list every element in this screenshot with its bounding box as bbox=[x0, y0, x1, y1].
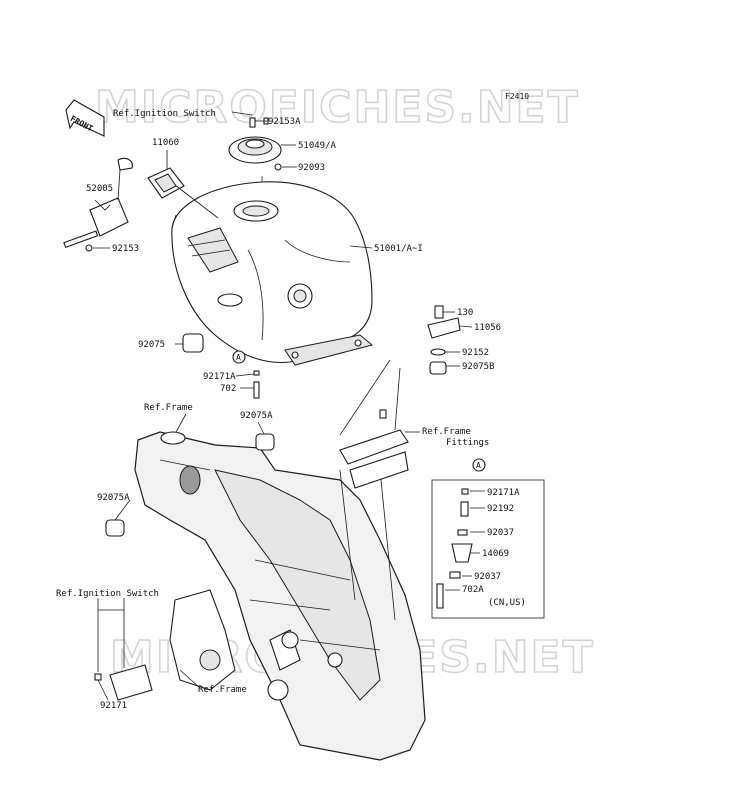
label-inset-702A: 702A bbox=[462, 585, 484, 595]
frame[interactable] bbox=[134, 431, 426, 761]
inset-clamp-92171A[interactable] bbox=[461, 488, 469, 495]
inset-hose-702A[interactable] bbox=[436, 583, 444, 609]
marker-a bbox=[232, 350, 246, 364]
collar-92152[interactable] bbox=[430, 348, 446, 356]
label-92153A: 92153A bbox=[268, 117, 301, 127]
label-inset-cn-us: (CN,US) bbox=[488, 598, 526, 608]
label-51049A: 51049/A bbox=[298, 141, 337, 151]
marker-a-label: A bbox=[236, 353, 241, 362]
bracket-11056[interactable] bbox=[427, 317, 461, 339]
label-ref-frame-fittings-1: Ref.Frame bbox=[422, 427, 471, 437]
label-92171: 92171 bbox=[100, 701, 127, 711]
label-92075A-top: 92075A bbox=[240, 411, 273, 421]
diagram-code: F2410 bbox=[505, 92, 529, 101]
label-52005: 52005 bbox=[86, 184, 113, 194]
label-92075B: 92075B bbox=[462, 362, 495, 372]
inset-hose-92192[interactable] bbox=[460, 501, 469, 517]
bolt-92153A[interactable] bbox=[249, 117, 256, 128]
label-ref-ignition-switch-bottom: Ref.Ignition Switch bbox=[56, 589, 159, 599]
label-92075A-left: 92075A bbox=[97, 493, 130, 503]
inset-clamp-92037-bot[interactable] bbox=[449, 571, 461, 579]
damper-92075A-left[interactable] bbox=[105, 519, 125, 537]
label-92093: 92093 bbox=[298, 163, 325, 173]
label-inset-92037-bot: 92037 bbox=[474, 572, 501, 582]
fuel-tank[interactable] bbox=[171, 176, 374, 366]
frame-fittings-bracket[interactable] bbox=[339, 409, 409, 489]
gasket-11060[interactable] bbox=[147, 167, 185, 199]
label-ref-ignition-switch-top: Ref.Ignition Switch bbox=[113, 109, 216, 119]
damper-92075B[interactable] bbox=[429, 361, 447, 375]
label-11056: 11056 bbox=[474, 323, 501, 333]
label-702: 702 bbox=[220, 384, 236, 394]
bolt-92153[interactable] bbox=[85, 244, 93, 252]
label-ref-frame-left: Ref.Frame bbox=[144, 403, 193, 413]
inset-clamp-92037-top[interactable] bbox=[457, 529, 468, 536]
label-92075: 92075 bbox=[138, 340, 165, 350]
label-ref-frame-bottom: Ref.Frame bbox=[198, 685, 247, 695]
label-inset-92192: 92192 bbox=[487, 504, 514, 514]
label-92153: 92153 bbox=[112, 244, 139, 254]
label-inset-92171A: 92171A bbox=[487, 488, 520, 498]
label-11060: 11060 bbox=[152, 138, 179, 148]
damper-92075[interactable] bbox=[182, 333, 204, 353]
inset-box bbox=[431, 479, 545, 619]
label-inset-14069: 14069 bbox=[482, 549, 509, 559]
fuel-cap[interactable] bbox=[228, 136, 282, 164]
label-92152: 92152 bbox=[462, 348, 489, 358]
label-51001: 51001/A~I bbox=[374, 244, 423, 254]
label-130: 130 bbox=[457, 308, 473, 318]
ignition-bracket-bottom[interactable] bbox=[94, 589, 236, 701]
damper-92075A-top[interactable] bbox=[255, 433, 275, 451]
label-ref-frame-fittings-2: Fittings bbox=[446, 438, 489, 448]
inset-marker-a bbox=[472, 458, 486, 472]
hose-702[interactable] bbox=[253, 381, 260, 399]
fuel-level-sensor-52005[interactable] bbox=[63, 157, 133, 249]
clamp-92171A[interactable] bbox=[253, 370, 260, 376]
inset-valve-14069[interactable] bbox=[451, 543, 473, 563]
inset-marker-a-label: A bbox=[476, 461, 481, 470]
watermark-top: MICROFICHES.NET bbox=[95, 82, 580, 133]
label-92171A: 92171A bbox=[203, 372, 236, 382]
bolt-130[interactable] bbox=[434, 305, 444, 319]
washer-92093[interactable] bbox=[274, 163, 282, 171]
label-inset-92037-top: 92037 bbox=[487, 528, 514, 538]
